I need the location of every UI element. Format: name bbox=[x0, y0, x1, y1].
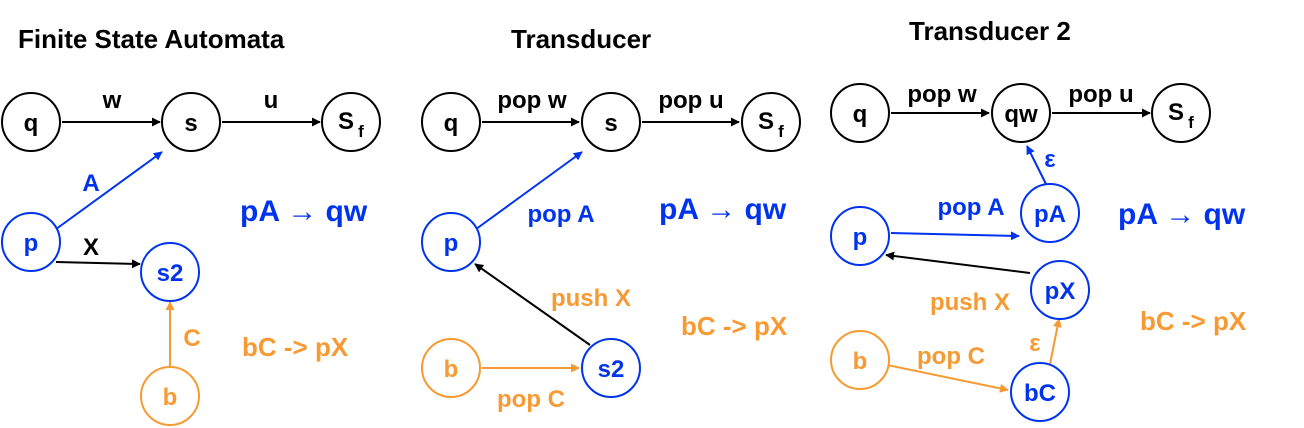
svg-text:q: q bbox=[24, 110, 39, 137]
panel-fsa: Finite State Automata q s S f p s2 bbox=[1, 24, 381, 426]
panel-transducer: Transducer q s S f p s2 bbox=[421, 24, 801, 413]
rule-pA-qw: pA → qw bbox=[659, 193, 787, 226]
panel-transducer-2: Transducer 2 q qw S f p pA bbox=[830, 16, 1247, 422]
svg-text:s2: s2 bbox=[598, 356, 625, 383]
svg-text:bC: bC bbox=[1024, 380, 1056, 407]
state-q: q bbox=[421, 92, 481, 152]
edge-label-pop-u: pop u bbox=[1068, 81, 1133, 108]
edge-p-pA bbox=[890, 231, 1020, 241]
edge-p-s bbox=[51, 151, 163, 233]
edge-p-s bbox=[471, 151, 583, 233]
state-b: b bbox=[421, 338, 481, 398]
state-qw: qw bbox=[991, 83, 1051, 143]
edge-p-s2 bbox=[55, 259, 141, 269]
state-s2: s2 bbox=[581, 338, 641, 398]
edge-b-bC bbox=[886, 364, 1009, 393]
edge-label-A: A bbox=[82, 170, 99, 197]
svg-text:pA: pA bbox=[1034, 201, 1066, 228]
rule-pA-qw: pA → qw bbox=[1118, 198, 1246, 231]
svg-text:b: b bbox=[853, 348, 868, 375]
svg-text:s: s bbox=[184, 110, 197, 137]
edge-pA-qw bbox=[1026, 145, 1047, 185]
svg-text:p: p bbox=[444, 230, 459, 257]
svg-text:f: f bbox=[1188, 113, 1194, 132]
edge-s2-p bbox=[474, 263, 591, 346]
svg-text:qw: qw bbox=[1004, 101, 1038, 128]
state-p: p bbox=[830, 206, 890, 266]
svg-text:S: S bbox=[338, 108, 354, 135]
edge-label-epsilon-bC: ε bbox=[1029, 330, 1040, 357]
state-pX: pX bbox=[1030, 260, 1090, 320]
state-s: s bbox=[581, 92, 641, 152]
edge-label-epsilon-pA: ε bbox=[1044, 146, 1055, 173]
edge-label-C: C bbox=[183, 325, 200, 352]
svg-text:s: s bbox=[604, 110, 617, 137]
edge-label-w: w bbox=[102, 87, 122, 114]
svg-text:pX: pX bbox=[1045, 278, 1076, 305]
state-b: b bbox=[830, 330, 890, 390]
svg-text:q: q bbox=[853, 101, 868, 128]
rule-bC-pX: bC -> pX bbox=[1140, 306, 1247, 336]
state-b: b bbox=[140, 366, 200, 426]
svg-text:p: p bbox=[853, 224, 868, 251]
rule-bC-pX: bC -> pX bbox=[242, 332, 349, 362]
edge-label-u: u bbox=[264, 87, 279, 114]
state-p: p bbox=[1, 212, 61, 272]
state-sf: S f bbox=[741, 92, 801, 152]
edge-label-pop-C: pop C bbox=[497, 386, 565, 413]
svg-text:s2: s2 bbox=[157, 260, 184, 287]
edge-label-pop-w: pop w bbox=[497, 87, 567, 114]
state-p: p bbox=[421, 212, 481, 272]
edge-label-pop-A: pop A bbox=[937, 194, 1004, 221]
svg-text:f: f bbox=[358, 122, 364, 141]
state-s2: s2 bbox=[140, 242, 200, 302]
rule-bC-pX: bC -> pX bbox=[681, 311, 788, 341]
edge-label-pop-C: pop C bbox=[917, 343, 985, 370]
panel-title: Finite State Automata bbox=[18, 24, 285, 54]
svg-text:b: b bbox=[163, 384, 178, 411]
edge-label-X: X bbox=[83, 234, 99, 261]
state-sf: S f bbox=[321, 92, 381, 152]
svg-text:b: b bbox=[444, 356, 459, 383]
svg-text:q: q bbox=[444, 110, 459, 137]
svg-text:S: S bbox=[1168, 99, 1184, 126]
state-q: q bbox=[830, 83, 890, 143]
edge-bC-pX bbox=[1049, 318, 1062, 365]
edge-label-push-X: push X bbox=[551, 285, 631, 312]
edge-pX-p bbox=[885, 251, 1031, 274]
panel-title: Transducer 2 bbox=[909, 16, 1071, 46]
state-q: q bbox=[1, 92, 61, 152]
edge-label-pop-u: pop u bbox=[658, 87, 723, 114]
state-pA: pA bbox=[1020, 183, 1080, 243]
svg-text:S: S bbox=[758, 108, 774, 135]
svg-text:p: p bbox=[24, 230, 39, 257]
rule-pA-qw: pA → qw bbox=[240, 195, 368, 228]
state-bC: bC bbox=[1010, 362, 1070, 422]
svg-text:f: f bbox=[778, 122, 784, 141]
panel-title: Transducer bbox=[511, 24, 651, 54]
edge-label-pop-A: pop A bbox=[527, 201, 594, 228]
state-sf: S f bbox=[1151, 83, 1211, 143]
state-s: s bbox=[161, 92, 221, 152]
edge-label-pop-w: pop w bbox=[907, 81, 977, 108]
edge-label-push-X: push X bbox=[930, 289, 1010, 316]
